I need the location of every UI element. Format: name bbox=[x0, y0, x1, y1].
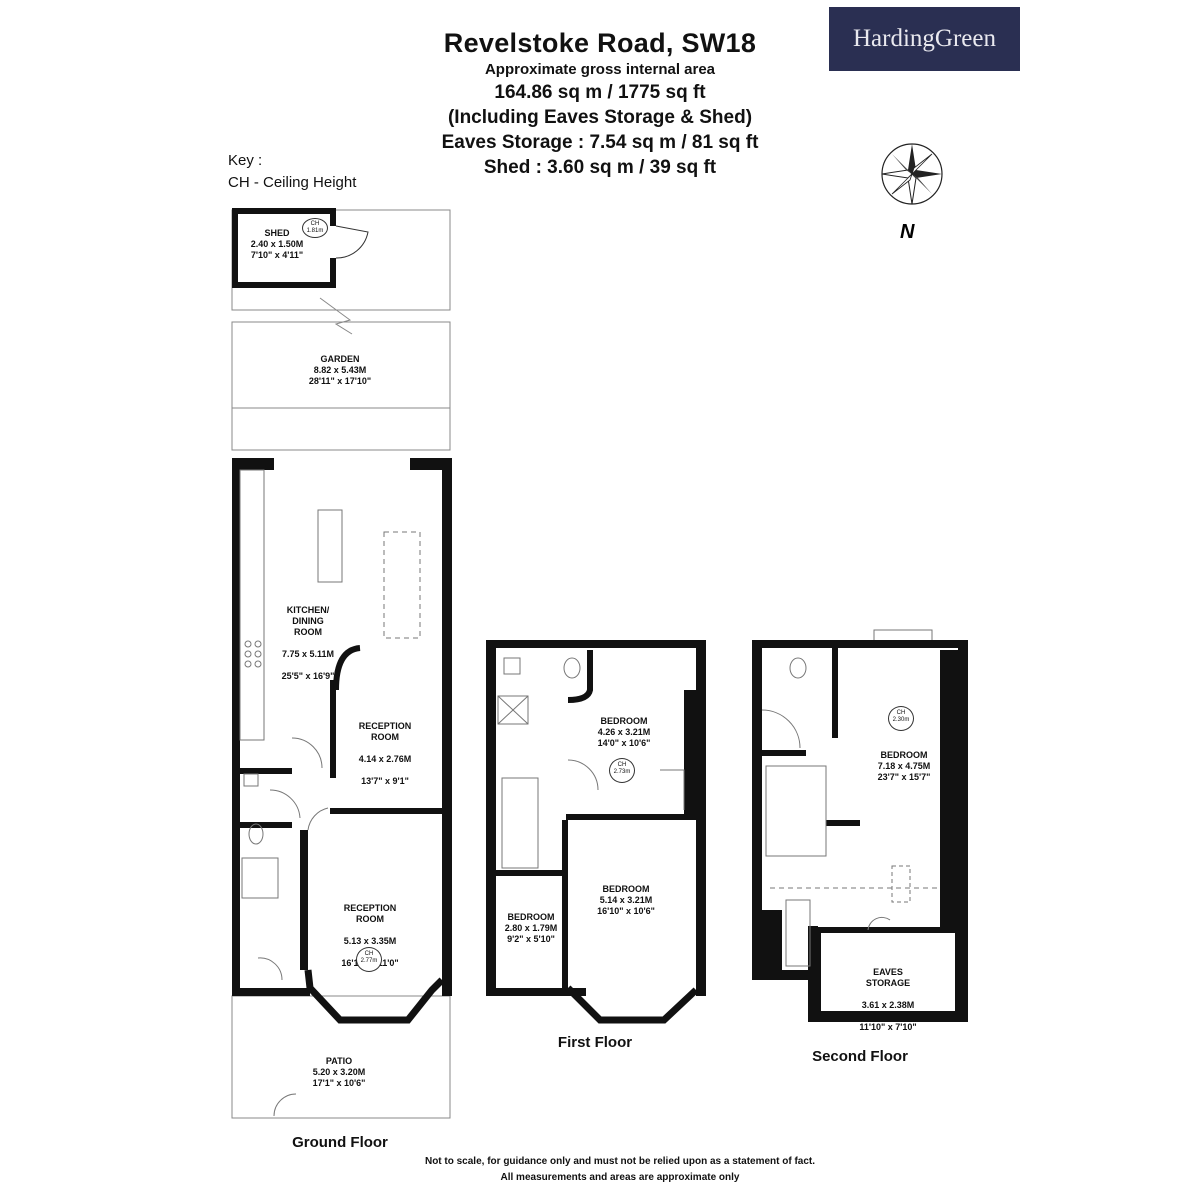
room-bedroom-rear: BEDROOM 4.26 x 3.21M 14'0" x 10'6" bbox=[597, 716, 651, 748]
room-garden: GARDEN 8.82 x 5.43M 28'11" x 17'10" bbox=[308, 354, 372, 386]
ceiling-height-first-floor: CH 2.73m bbox=[609, 758, 635, 783]
room-kitchen-dining: KITCHEN/ DINING ROOM 7.75 x 5.11M 25'5" … bbox=[281, 605, 335, 681]
brand-logo: HardingGreen bbox=[829, 7, 1020, 71]
room-bedroom-loft: BEDROOM 7.18 x 4.75M 23'7" x 15'7" bbox=[877, 750, 931, 782]
ceiling-height-second-floor: CH 2.30m bbox=[888, 706, 914, 731]
compass-icon: N bbox=[870, 140, 954, 244]
key-entry: CH - Ceiling Height bbox=[228, 174, 357, 191]
ceiling-height-reception: CH 2.77m bbox=[356, 947, 382, 972]
room-shed: SHED 2.40 x 1.50M 7'10" x 4'11" bbox=[250, 228, 304, 260]
floor-title-first: First Floor bbox=[557, 1034, 633, 1051]
ceiling-height-shed: CH 1.81m bbox=[302, 218, 328, 238]
key-legend: Key : CH - Ceiling Height bbox=[228, 150, 356, 194]
area-subtitle: Approximate gross internal area bbox=[484, 61, 716, 78]
room-bedroom-front: BEDROOM 5.14 x 3.21M 16'10" x 10'6" bbox=[597, 884, 655, 916]
room-reception-rear: RECEPTION ROOM 4.14 x 2.76M 13'7" x 9'1" bbox=[358, 721, 412, 786]
room-bedroom-small: BEDROOM 2.80 x 1.79M 9'2" x 5'10" bbox=[504, 912, 558, 944]
eaves-area: Eaves Storage : 7.54 sq m / 81 sq ft bbox=[441, 132, 759, 153]
shed-area: Shed : 3.60 sq m / 39 sq ft bbox=[483, 157, 717, 178]
total-area: 164.86 sq m / 1775 sq ft bbox=[494, 82, 706, 103]
disclaimer-line-2: All measurements and areas are approxima… bbox=[500, 1172, 740, 1183]
floor-title-ground: Ground Floor bbox=[292, 1134, 388, 1151]
key-title: Key : bbox=[228, 152, 263, 169]
room-patio: PATIO 5.20 x 3.20M 17'1" x 10'6" bbox=[312, 1056, 366, 1088]
including-note: (Including Eaves Storage & Shed) bbox=[447, 107, 753, 128]
disclaimer-line-1: Not to scale, for guidance only and must… bbox=[424, 1156, 816, 1167]
compass-label: N bbox=[900, 221, 915, 243]
header: Revelstoke Road, SW18 Approximate gross … bbox=[380, 26, 820, 180]
floor-title-second: Second Floor bbox=[812, 1048, 908, 1065]
room-eaves-storage: EAVES STORAGE 3.61 x 2.38M 11'10" x 7'10… bbox=[859, 967, 917, 1032]
property-title: Revelstoke Road, SW18 bbox=[443, 28, 757, 58]
